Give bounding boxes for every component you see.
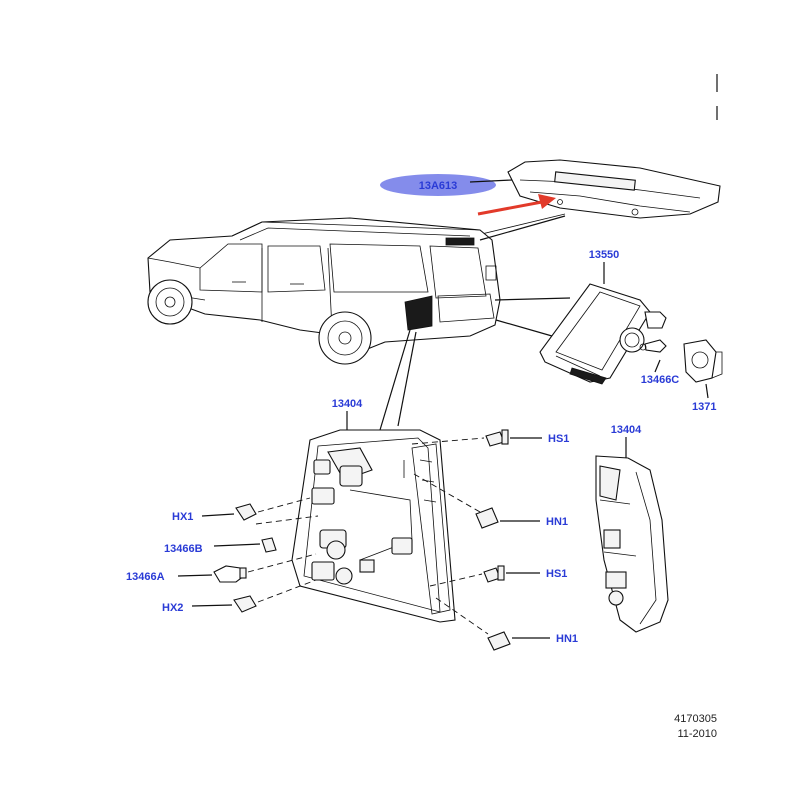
leader-line	[479, 215, 566, 241]
dashed-line	[255, 515, 319, 525]
bulb-13466b-icon	[261, 537, 277, 553]
bulb-holder-hx1-icon	[235, 503, 257, 521]
bulb-holder-hx2-icon	[233, 595, 257, 613]
inner-lamp-assembly	[539, 283, 667, 385]
leader-line	[177, 574, 213, 577]
drawing-date: 11-2010	[677, 728, 717, 740]
callout-HS1-bottom: HS1	[546, 568, 567, 580]
callout-13466A: 13466A	[126, 571, 165, 583]
bulb-13466c-icon	[639, 339, 667, 353]
dashed-line	[435, 597, 489, 635]
callout-HX1: HX1	[172, 511, 193, 523]
red-arrow-icon	[477, 194, 556, 216]
high-mount-stop-lamp	[507, 159, 721, 219]
callout-HN1-lower: HN1	[556, 633, 578, 645]
tail-lamp-right-side-view	[595, 455, 669, 633]
callout-HN1-upper: HN1	[546, 516, 568, 528]
dashed-line	[429, 573, 483, 587]
leader-line	[654, 359, 661, 373]
vehicle-illustration	[147, 217, 501, 365]
callout-13A613: 13A613	[419, 180, 458, 192]
callout-HS1-top: HS1	[548, 433, 569, 445]
leader-line	[397, 331, 417, 427]
dashed-line	[257, 579, 317, 603]
leader-line	[191, 604, 233, 607]
callout-13466C: 13466C	[641, 374, 680, 386]
callout-13404-right: 13404	[611, 424, 642, 436]
callout-highlight	[380, 174, 496, 196]
leader-line	[379, 329, 411, 431]
dashed-line	[247, 553, 317, 573]
callout-13466B: 13466B	[164, 543, 203, 555]
leader-line	[495, 319, 553, 337]
tail-lamp-left	[291, 429, 456, 623]
leader-line	[213, 543, 261, 547]
leader-line	[705, 383, 709, 399]
callout-13404-left: 13404	[332, 398, 363, 410]
leader-line	[201, 513, 235, 517]
leader-line	[469, 179, 513, 183]
bulb-holder-inner-icon	[683, 339, 723, 383]
callout-13550: 13550	[589, 249, 620, 261]
screw-hs1-bottom-icon	[483, 565, 505, 583]
nut-hn1-upper-icon	[475, 507, 499, 529]
callout-1371: 1371	[692, 401, 716, 413]
dashed-line	[411, 437, 485, 445]
callout-HX2: HX2	[162, 602, 183, 614]
dashed-line	[413, 473, 481, 513]
drawing-number: 4170305	[674, 713, 717, 725]
bulb-13466a-icon	[213, 565, 247, 583]
leader-line	[494, 297, 571, 301]
screw-hs1-top-icon	[485, 429, 509, 447]
nut-hn1-lower-icon	[487, 631, 511, 651]
dashed-line	[257, 497, 311, 513]
